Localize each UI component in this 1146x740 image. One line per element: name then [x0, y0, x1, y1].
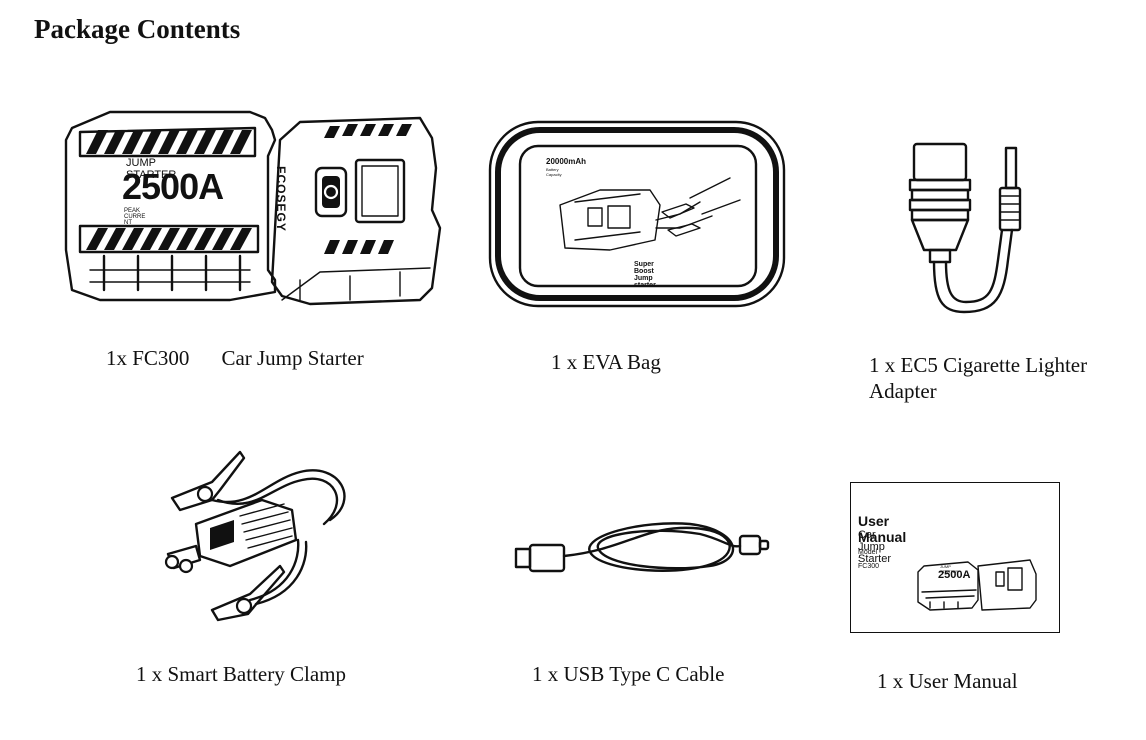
top-stripes: [86, 130, 252, 154]
bag-slogan: Super Boost Jump starter: [634, 261, 656, 289]
manual-device-rating: 2500A: [938, 569, 971, 581]
manual-subtitle: Car Jump Starter: [858, 529, 892, 565]
manual-model: Model : FC300: [858, 549, 880, 570]
jump-starter-sub: PEAK CURRE NT: [124, 208, 146, 226]
jump-starter-label: JUMP STARTER: [126, 157, 177, 181]
battery-clamp-caption: 1 x Smart Battery Clamp: [136, 662, 346, 686]
bag-capacity: 20000mAh: [546, 157, 587, 166]
page-title: Package Contents: [34, 14, 241, 44]
bag-capacity-sub: Battery Capacity: [546, 167, 562, 177]
module-stripes: [324, 124, 412, 254]
ec5-adapter-caption-line2: Adapter: [869, 379, 937, 403]
jump-starter-caption: 1x FC300 Car Jump Starter: [106, 345, 364, 371]
jump-starter-rating: 2500A: [122, 166, 224, 207]
bag-device-sketch: [559, 177, 741, 251]
usb-cable-caption: 1 x USB Type C Cable: [532, 662, 725, 686]
ec5-adapter-caption-line1: 1 x EC5 Cigarette Lighter: [869, 353, 1088, 377]
eva-bag-caption: 1 x EVA Bag: [551, 350, 661, 374]
manual-title: User Manual: [858, 513, 907, 545]
manual-device-label: JUMP STARTER: [940, 564, 959, 574]
bottom-stripes: [86, 228, 252, 250]
user-manual-caption: 1 x User Manual: [877, 669, 1018, 693]
jump-starter-caption-qty: 1x FC300: [106, 346, 190, 370]
jump-starter-caption-name: Car Jump Starter: [221, 346, 364, 370]
